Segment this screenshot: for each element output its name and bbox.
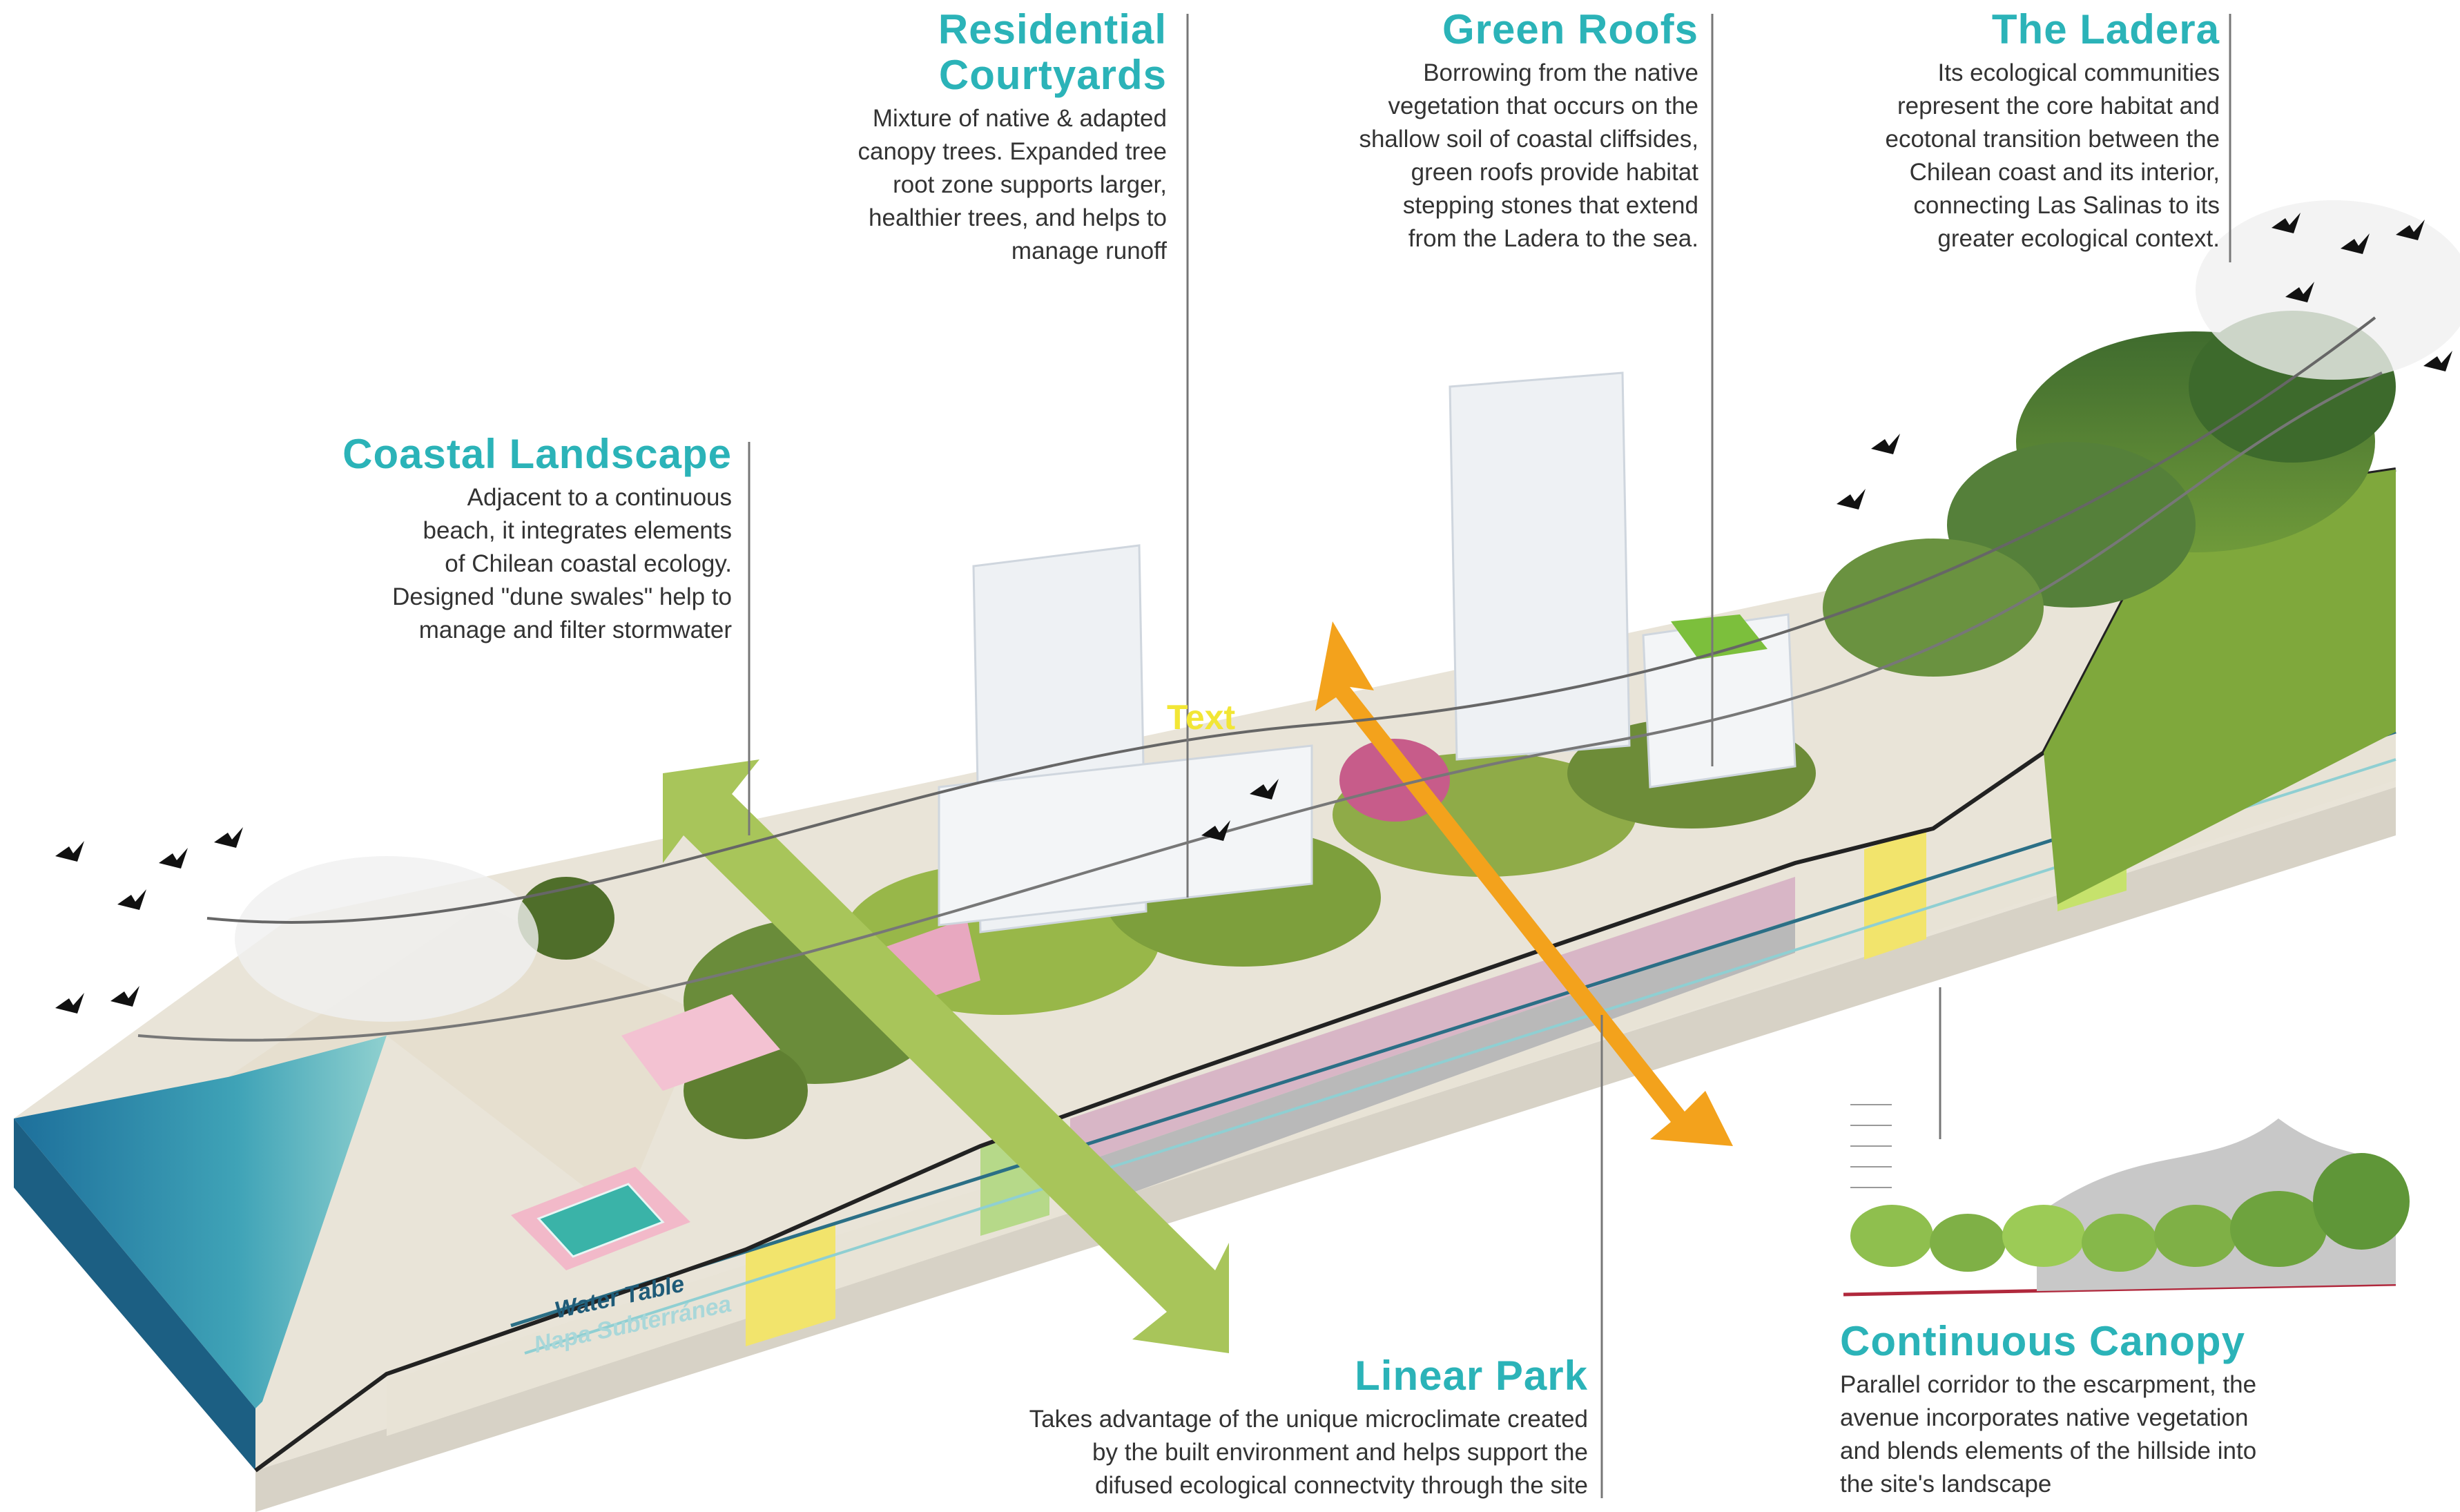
ocean <box>14 1036 387 1408</box>
canopy-line: Parallel corridor to the escarpment, the <box>1840 1371 2257 1398</box>
green-roofs-body: Borrowing from the native vegetation tha… <box>1215 57 1698 255</box>
gray-road-strip <box>1070 918 1795 1215</box>
bird-icon <box>110 986 139 1007</box>
linear-park-line: by the built environment and helps suppo… <box>1092 1439 1588 1466</box>
linear-park-title: Linear Park <box>1355 1353 1588 1399</box>
sports-court <box>511 1167 690 1270</box>
coastal-line: manage and filter stormwater <box>418 617 732 643</box>
residential-line: Mixture of native & adapted <box>872 105 1167 132</box>
residential-title-line1: Residential <box>938 6 1167 52</box>
green-roofs-line: shallow soil of coastal cliffsides, <box>1359 126 1698 153</box>
bird-icon <box>2341 233 2370 254</box>
ladera-line: greater ecological context. <box>1937 225 2220 252</box>
callout-coastal-landscape: Coastal Landscape Adjacent to a continuo… <box>235 432 732 647</box>
green-roofs-line: green roofs provide habitat <box>1411 159 1698 186</box>
green-roofs-line: from the Ladera to the sea. <box>1408 225 1698 252</box>
coastal-title: Coastal Landscape <box>342 431 732 477</box>
canopy-title: Continuous Canopy <box>1840 1318 2245 1364</box>
callout-linear-park: Linear Park Takes advantage of the uniqu… <box>911 1353 1588 1502</box>
residential-line: root zone supports larger, <box>893 171 1167 198</box>
canopy-inset <box>1843 1104 2410 1297</box>
bird-icon <box>1871 434 1900 454</box>
bird-icon <box>159 848 188 869</box>
bird-icon <box>2272 213 2301 233</box>
ladera-title: The Ladera <box>1991 6 2220 52</box>
bird-icon <box>2423 351 2452 371</box>
canopy-line: and blends elements of the hillside into <box>1840 1437 2257 1464</box>
dune-speckle-right <box>2196 200 2460 380</box>
residential-line: canopy trees. Expanded tree <box>858 138 1167 165</box>
buildings <box>938 371 1796 933</box>
green-roof <box>1671 614 1767 659</box>
ladera-body: Its ecological communities represent the… <box>1723 57 2220 255</box>
flow-curve-2 <box>137 371 2383 1042</box>
coastal-line: beach, it integrates elements <box>423 517 732 544</box>
ladera-line: represent the core habitat and <box>1897 93 2220 119</box>
linear-park-line: Takes advantage of the unique microclima… <box>1029 1406 1588 1433</box>
bird-icon <box>55 841 84 862</box>
bird-icon <box>2285 282 2314 302</box>
green-roofs-line: stepping stones that extend <box>1402 192 1698 219</box>
canopy-line: avenue incorporates native vegetation <box>1840 1404 2249 1431</box>
green-roofs-line: vegetation that occurs on the <box>1388 93 1698 119</box>
connectivity-arrows <box>137 316 2383 1353</box>
yellow-stratum-2 <box>1864 828 1926 960</box>
coastal-line: Designed "dune swales" help to <box>392 583 732 610</box>
residential-line: healthier trees, and helps to <box>869 204 1167 231</box>
green-arrow <box>663 759 1229 1353</box>
green-roofs-line: Borrowing from the native <box>1423 59 1698 86</box>
green-roofs-title: Green Roofs <box>1442 6 1698 52</box>
linear-park-body: Takes advantage of the unique microclima… <box>911 1403 1588 1502</box>
bird-icon <box>55 993 84 1014</box>
text-marker-label: Text <box>1167 698 1236 737</box>
bird-icon <box>214 827 243 848</box>
callout-residential-courtyards: Residential Courtyards Mixture of native… <box>753 7 1167 268</box>
callout-the-ladera: The Ladera Its ecological communities re… <box>1723 7 2220 255</box>
coastal-body: Adjacent to a continuous beach, it integ… <box>235 481 732 647</box>
coastal-line: Adjacent to a continuous <box>467 484 732 511</box>
canopy-body: Parallel corridor to the escarpment, the… <box>1840 1368 2365 1501</box>
bird-icon <box>117 889 146 910</box>
green-roof-tower <box>1449 371 1631 761</box>
yellow-stratum-1 <box>746 1222 835 1346</box>
callout-green-roofs: Green Roofs Borrowing from the native ve… <box>1215 7 1698 255</box>
orange-arrow <box>1315 621 1733 1146</box>
ladera-line: Chilean coast and its interior, <box>1909 159 2220 186</box>
pink-road-strip <box>1070 877 1795 1167</box>
ladera-line: Its ecological communities <box>1937 59 2220 86</box>
bird-icon <box>1250 779 1279 799</box>
coastal-line: of Chilean coastal ecology. <box>445 550 732 577</box>
bird-icon <box>1201 820 1230 841</box>
bird-icon <box>2396 220 2425 240</box>
linear-park-line: difused ecological connectvity through t… <box>1094 1472 1588 1499</box>
dune-speckle-left <box>235 856 539 1022</box>
ocean-side-face <box>14 1118 255 1471</box>
canopy-line: the site's landscape <box>1840 1471 2052 1498</box>
birds <box>55 213 2452 1014</box>
ladera-line: ecotonal transition between the <box>1885 126 2220 153</box>
residential-body: Mixture of native & adapted canopy trees… <box>753 102 1167 268</box>
ladera-line: connecting Las Salinas to its <box>1913 192 2220 219</box>
bird-icon <box>1837 489 1866 510</box>
beach-sand <box>228 904 704 1215</box>
flow-curve-1 <box>206 316 2376 924</box>
hill-face <box>2044 469 2396 904</box>
callout-continuous-canopy: Continuous Canopy Parallel corridor to t… <box>1840 1319 2365 1501</box>
residential-line: manage runoff <box>1011 238 1167 264</box>
residential-title-line2: Courtyards <box>938 52 1167 98</box>
leader-lines <box>748 14 2231 1498</box>
